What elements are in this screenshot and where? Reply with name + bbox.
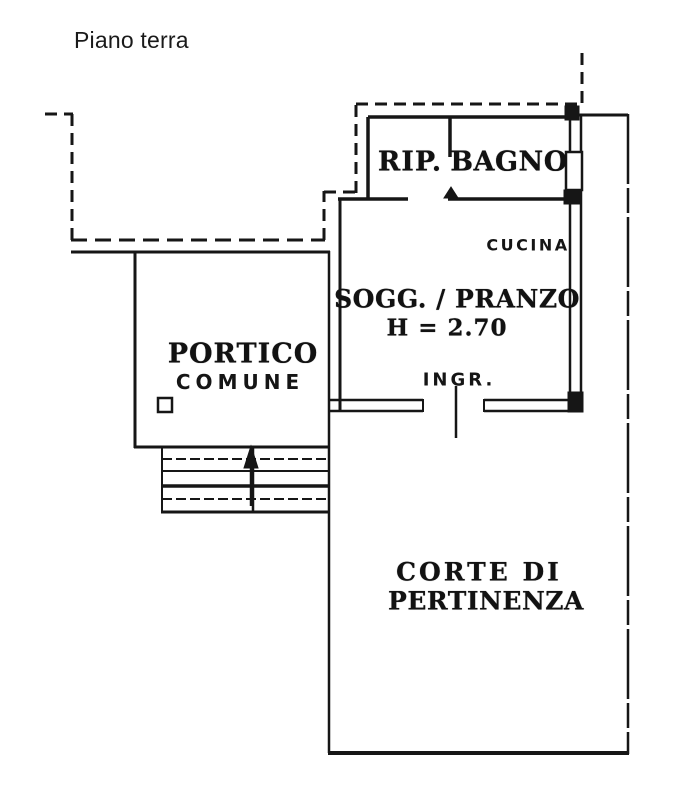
wall-corner-block-top [564, 105, 580, 121]
stairs-direction-arrow-head [243, 444, 259, 469]
wall-corner-block-mid [563, 189, 582, 205]
storage-bathroom-walls [338, 115, 572, 201]
wall-corner-block-bottom [567, 391, 584, 413]
label-ceiling-height: H = 2.70 [386, 314, 508, 342]
label-portico: PORTICO [167, 338, 319, 370]
bathroom-window [564, 150, 584, 192]
label-kitchen: CUCINA [486, 235, 570, 255]
east-wall [563, 105, 584, 400]
stairs [161, 444, 330, 514]
label-courtyard-line2: PERTINENZA [388, 586, 584, 616]
label-portico-comune: COMUNE [175, 370, 305, 394]
portico-walls [71, 250, 331, 753]
page-title: Piano terra [74, 27, 189, 53]
label-courtyard-line1: CORTE DI [396, 557, 562, 587]
bathroom-door-swing [443, 186, 459, 199]
living-room-walls [329, 199, 584, 438]
courtyard-boundary [328, 113, 630, 755]
portico-pillar [156, 396, 174, 414]
label-entrance: INGR. [422, 369, 496, 391]
label-living-dining: SOGG. / PRANZO [334, 284, 580, 314]
label-storage: RIP. [377, 146, 443, 178]
dashed-overhang-outline [45, 47, 584, 242]
label-bathroom: BAGNO [450, 146, 568, 178]
